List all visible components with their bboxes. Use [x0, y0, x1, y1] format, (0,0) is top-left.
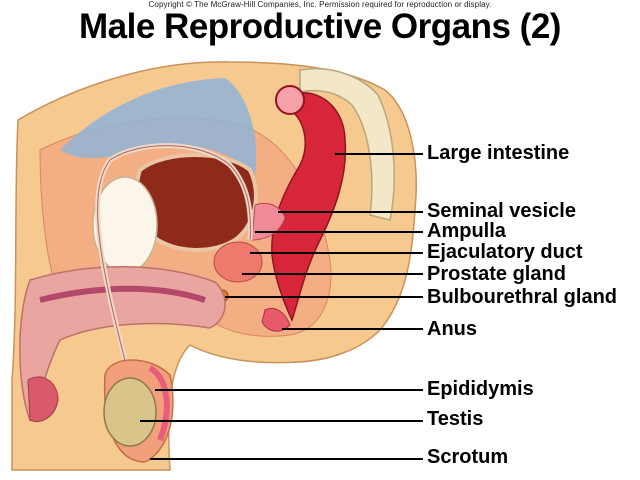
prostate-shape: [213, 241, 263, 283]
leader-epididymis: [155, 389, 423, 391]
copyright-notice: Copyright © The McGraw-Hill Companies, I…: [148, 0, 492, 9]
leader-testis: [140, 420, 423, 422]
leader-bulbourethral-gland: [225, 296, 423, 298]
epididymis-shape: [148, 365, 170, 442]
peritoneum: [60, 78, 257, 175]
seminal-vesicle-shape: [251, 203, 286, 241]
label-testis: Testis: [427, 408, 484, 430]
leader-prostate-gland: [242, 273, 423, 275]
sacrum: [299, 68, 395, 221]
label-anus: Anus: [427, 318, 477, 340]
leader-scrotum: [150, 458, 423, 460]
intestine-lumen: [275, 85, 305, 115]
leader-ampulla: [255, 231, 423, 233]
glans: [27, 376, 59, 423]
label-scrotum: Scrotum: [427, 446, 509, 468]
label-ampulla: Ampulla: [427, 220, 506, 242]
corpus-spongiosum: [39, 285, 206, 303]
label-epididymis: Epididymis: [427, 378, 534, 400]
penis-shape: [19, 266, 226, 422]
testis-shape: [103, 377, 157, 447]
label-bulbourethral-gland: Bulbourethral gland: [427, 286, 617, 308]
leader-anus: [282, 328, 423, 330]
label-large-intestine: Large intestine: [427, 142, 570, 164]
leader-seminal-vesicle: [278, 211, 423, 213]
label-seminal-vesicle: Seminal vesicle: [427, 200, 576, 222]
label-prostate-gland: Prostate gland: [427, 263, 566, 285]
label-ejaculatory-duct: Ejaculatory duct: [427, 241, 583, 263]
leader-ejaculatory-duct: [250, 252, 423, 254]
anus-shape: [261, 307, 291, 332]
page-title: Male Reproductive Organs (2): [79, 7, 561, 46]
leader-large-intestine: [335, 153, 423, 155]
large-intestine-shape: [271, 92, 347, 323]
